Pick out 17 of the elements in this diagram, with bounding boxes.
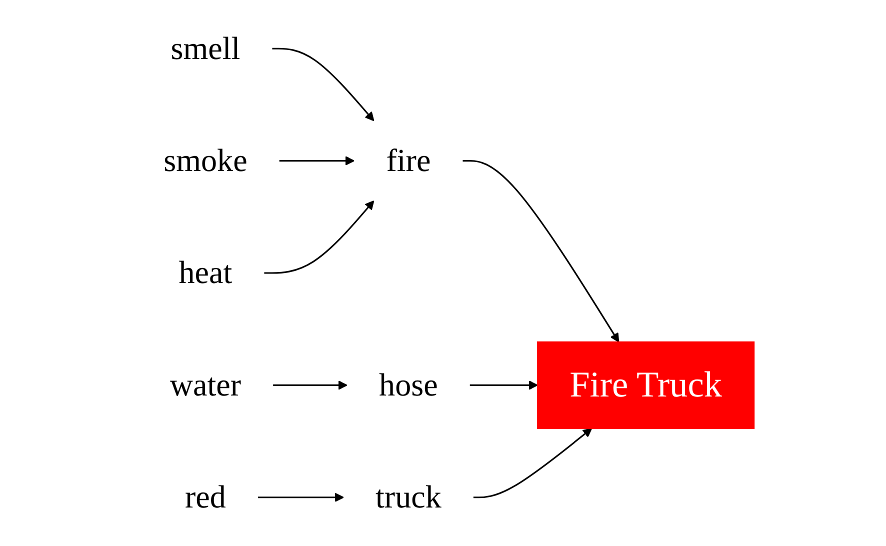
node-text: smell <box>170 30 240 66</box>
node-text: truck <box>376 480 442 516</box>
node-box: Fire Truck <box>537 341 755 429</box>
arrow <box>258 492 344 502</box>
arrow <box>462 160 620 342</box>
node-text: hose <box>379 368 438 403</box>
node-text: smoke <box>164 143 248 178</box>
arrow <box>474 428 592 498</box>
arrow <box>272 48 374 122</box>
node-text: red <box>185 480 226 516</box>
arrow <box>273 380 348 390</box>
node-text: water <box>170 368 242 403</box>
node-text: fire <box>386 143 431 178</box>
arrow <box>264 200 374 274</box>
arrow <box>280 156 355 166</box>
node-text: heat <box>178 255 232 291</box>
arrow <box>470 380 538 390</box>
